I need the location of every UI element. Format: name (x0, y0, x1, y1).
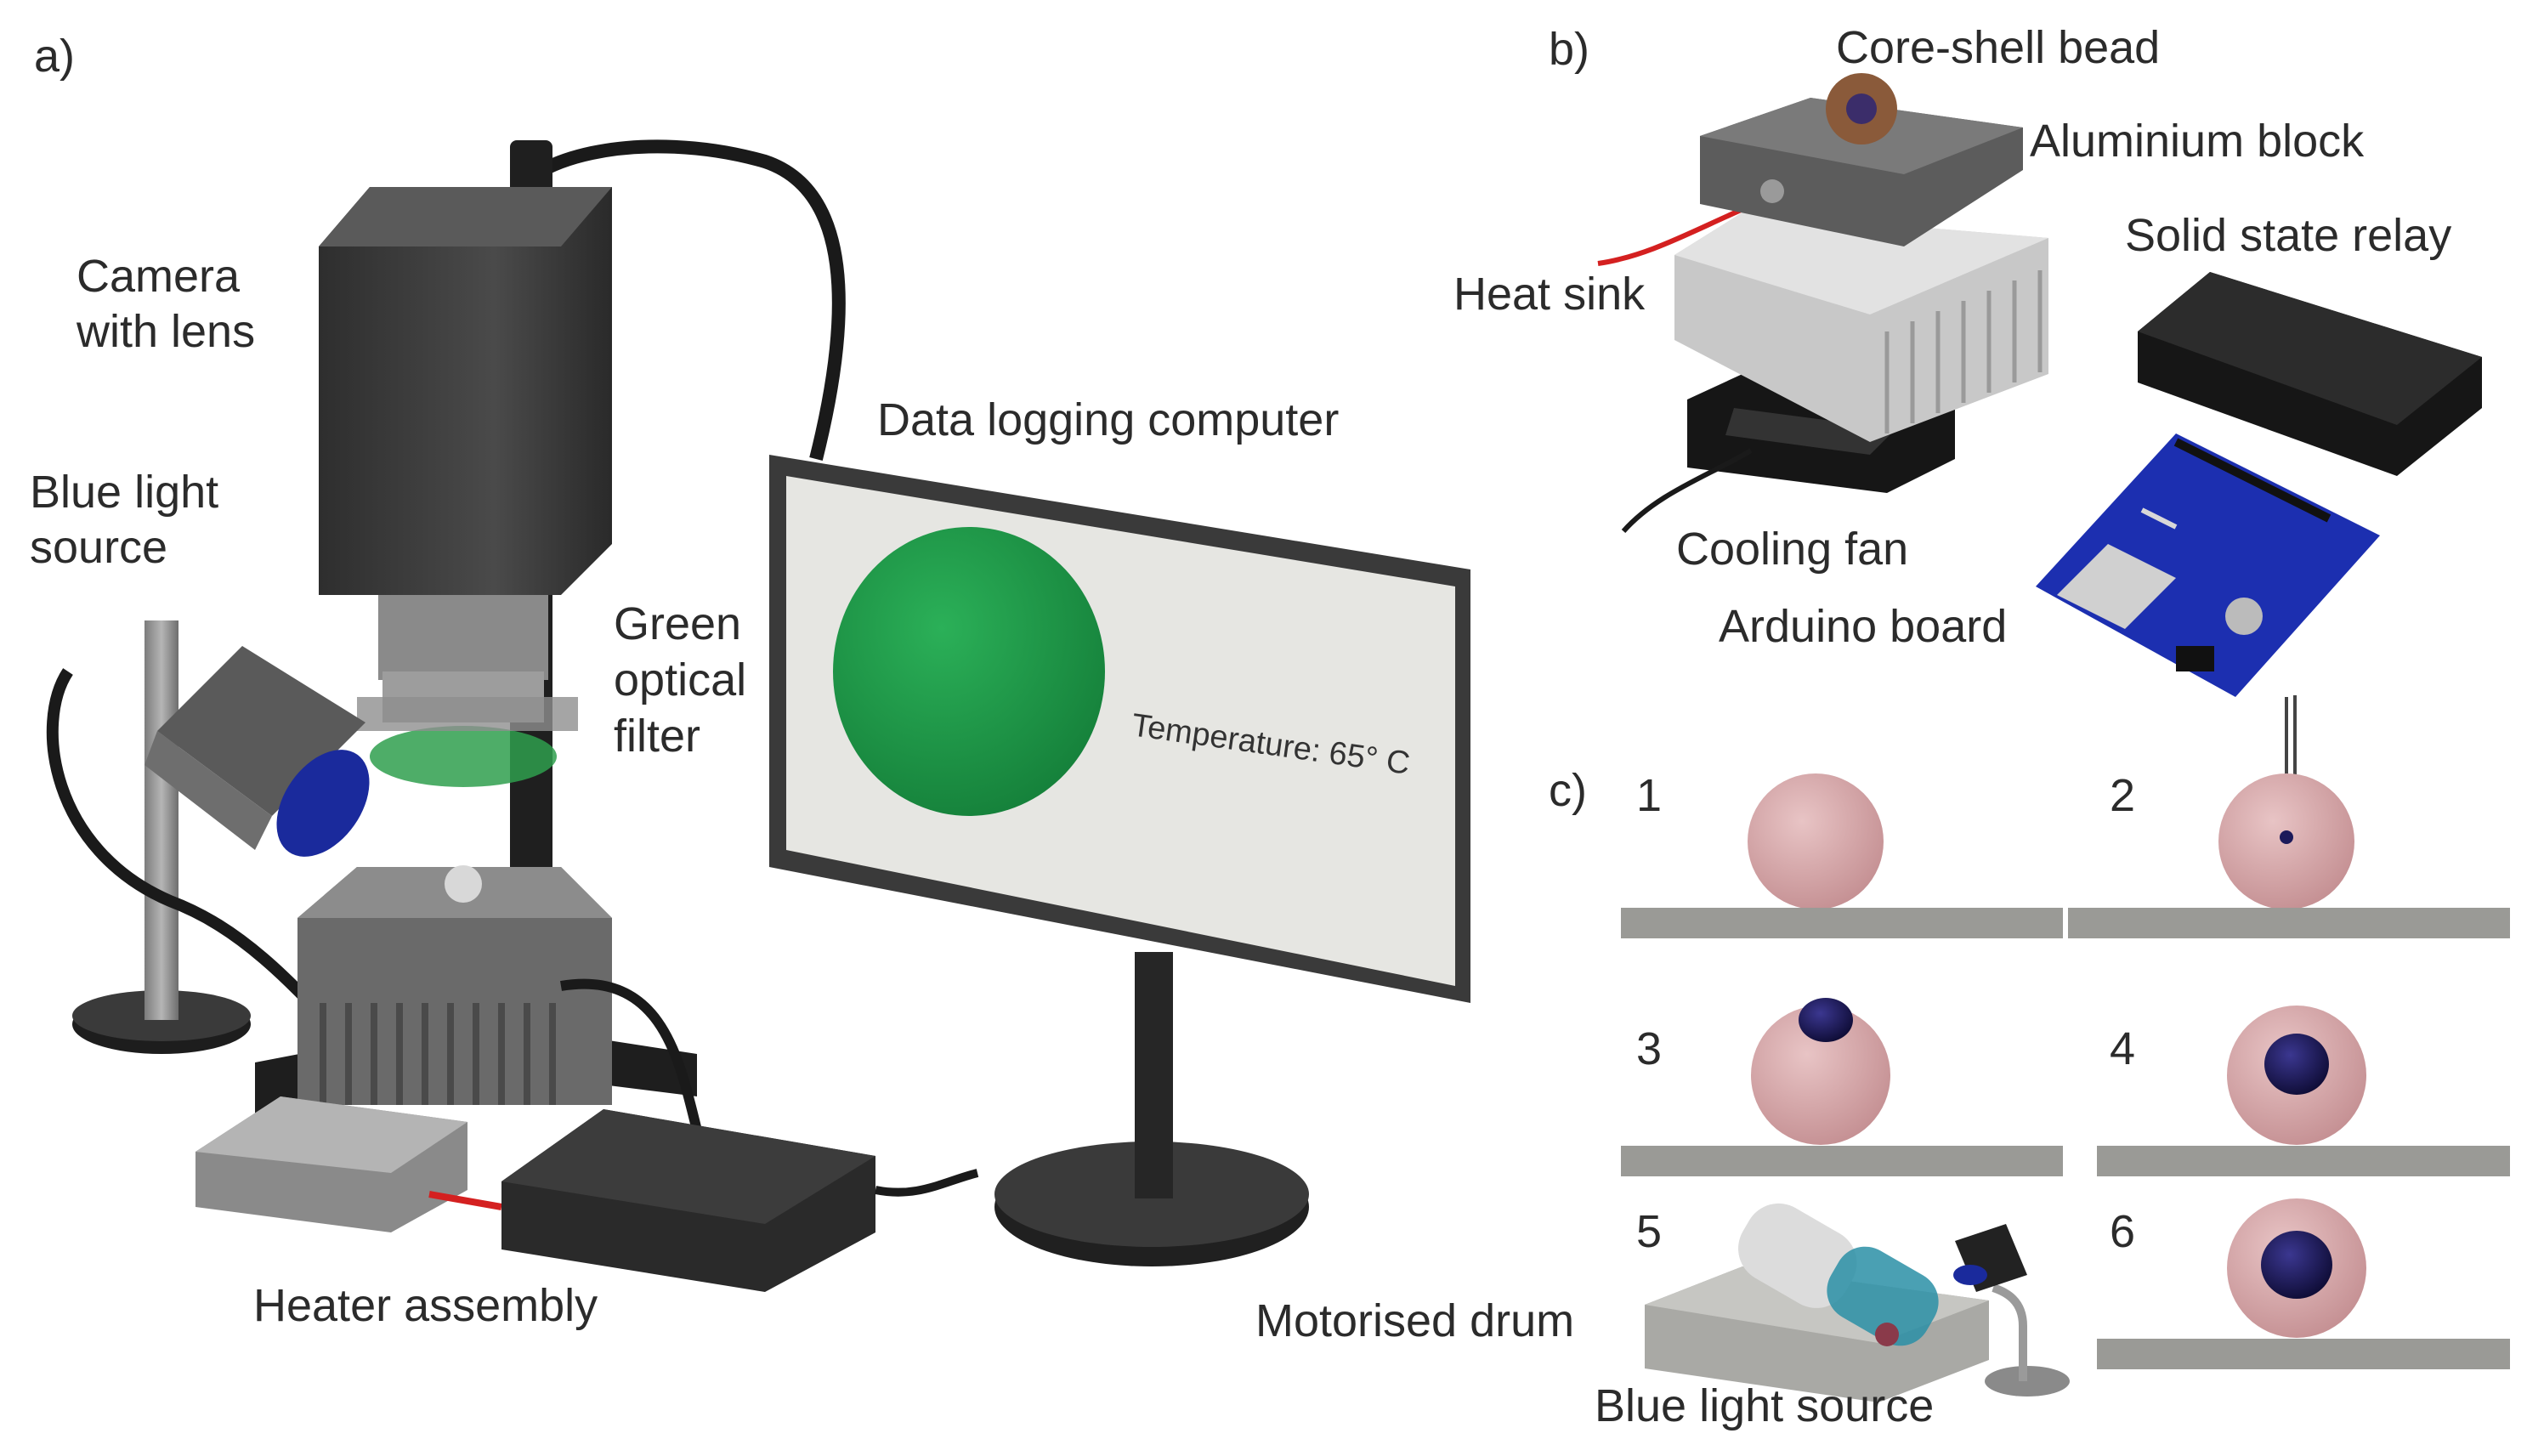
label-blue-light-2: source (30, 522, 167, 573)
blue-light-source-a (46, 620, 370, 1058)
label-relay: Solid state relay (2125, 210, 2451, 261)
green-bead-image (833, 527, 1105, 816)
heater-assembly (195, 865, 979, 1292)
step-6-number: 6 (2110, 1206, 2135, 1257)
label-blue-light-c: Blue light source (1595, 1380, 1934, 1431)
heat-sink (1597, 193, 2048, 442)
data-logging-computer: Temperature: 65° C (769, 455, 1470, 1266)
step-4-number: 4 (2110, 1023, 2135, 1074)
arduino-board (2036, 433, 2380, 697)
label-filter-2: optical (614, 654, 746, 705)
green-filter (370, 726, 557, 787)
label-fan: Cooling fan (1676, 524, 1908, 575)
label-block: Aluminium block (2030, 116, 2365, 167)
label-computer: Data logging computer (877, 394, 1339, 445)
panel-c-letter: c) (1549, 765, 1587, 816)
step-2: 2 (2068, 697, 2510, 938)
label-drum: Motorised drum (1255, 1295, 1574, 1346)
panel-a-letter: a) (34, 31, 75, 82)
label-bead: Core-shell bead (1836, 22, 2160, 73)
step-3: 3 (1621, 998, 2063, 1176)
solid-state-relay (2138, 272, 2482, 476)
step-1: 1 (1621, 770, 2063, 938)
panel-b-letter: b) (1549, 24, 1589, 75)
label-camera-1: Camera (76, 251, 241, 302)
step-4: 4 (2097, 1006, 2510, 1176)
label-heater: Heater assembly (253, 1280, 598, 1331)
label-heat-sink: Heat sink (1453, 269, 1646, 320)
core-shell-bead-b (1826, 73, 1897, 144)
panel-b: b) (1453, 22, 2482, 797)
label-arduino: Arduino board (1719, 601, 2007, 652)
label-filter-3: filter (614, 711, 700, 762)
step-6: 6 (2097, 1198, 2510, 1369)
step-2-number: 2 (2110, 770, 2135, 821)
camera-with-lens (319, 187, 612, 787)
step-1-number: 1 (1636, 770, 1662, 821)
step-5: 5 (1636, 1203, 2070, 1402)
panel-c: c) 1 2 3 4 5 (1255, 697, 2510, 1431)
panel-a: a) (30, 31, 1470, 1331)
label-camera-2: with lens (76, 306, 255, 357)
label-filter-1: Green (614, 598, 741, 649)
step-3-number: 3 (1636, 1023, 1662, 1074)
step-5-number: 5 (1636, 1206, 1662, 1257)
label-blue-light-1: Blue light (30, 467, 218, 518)
